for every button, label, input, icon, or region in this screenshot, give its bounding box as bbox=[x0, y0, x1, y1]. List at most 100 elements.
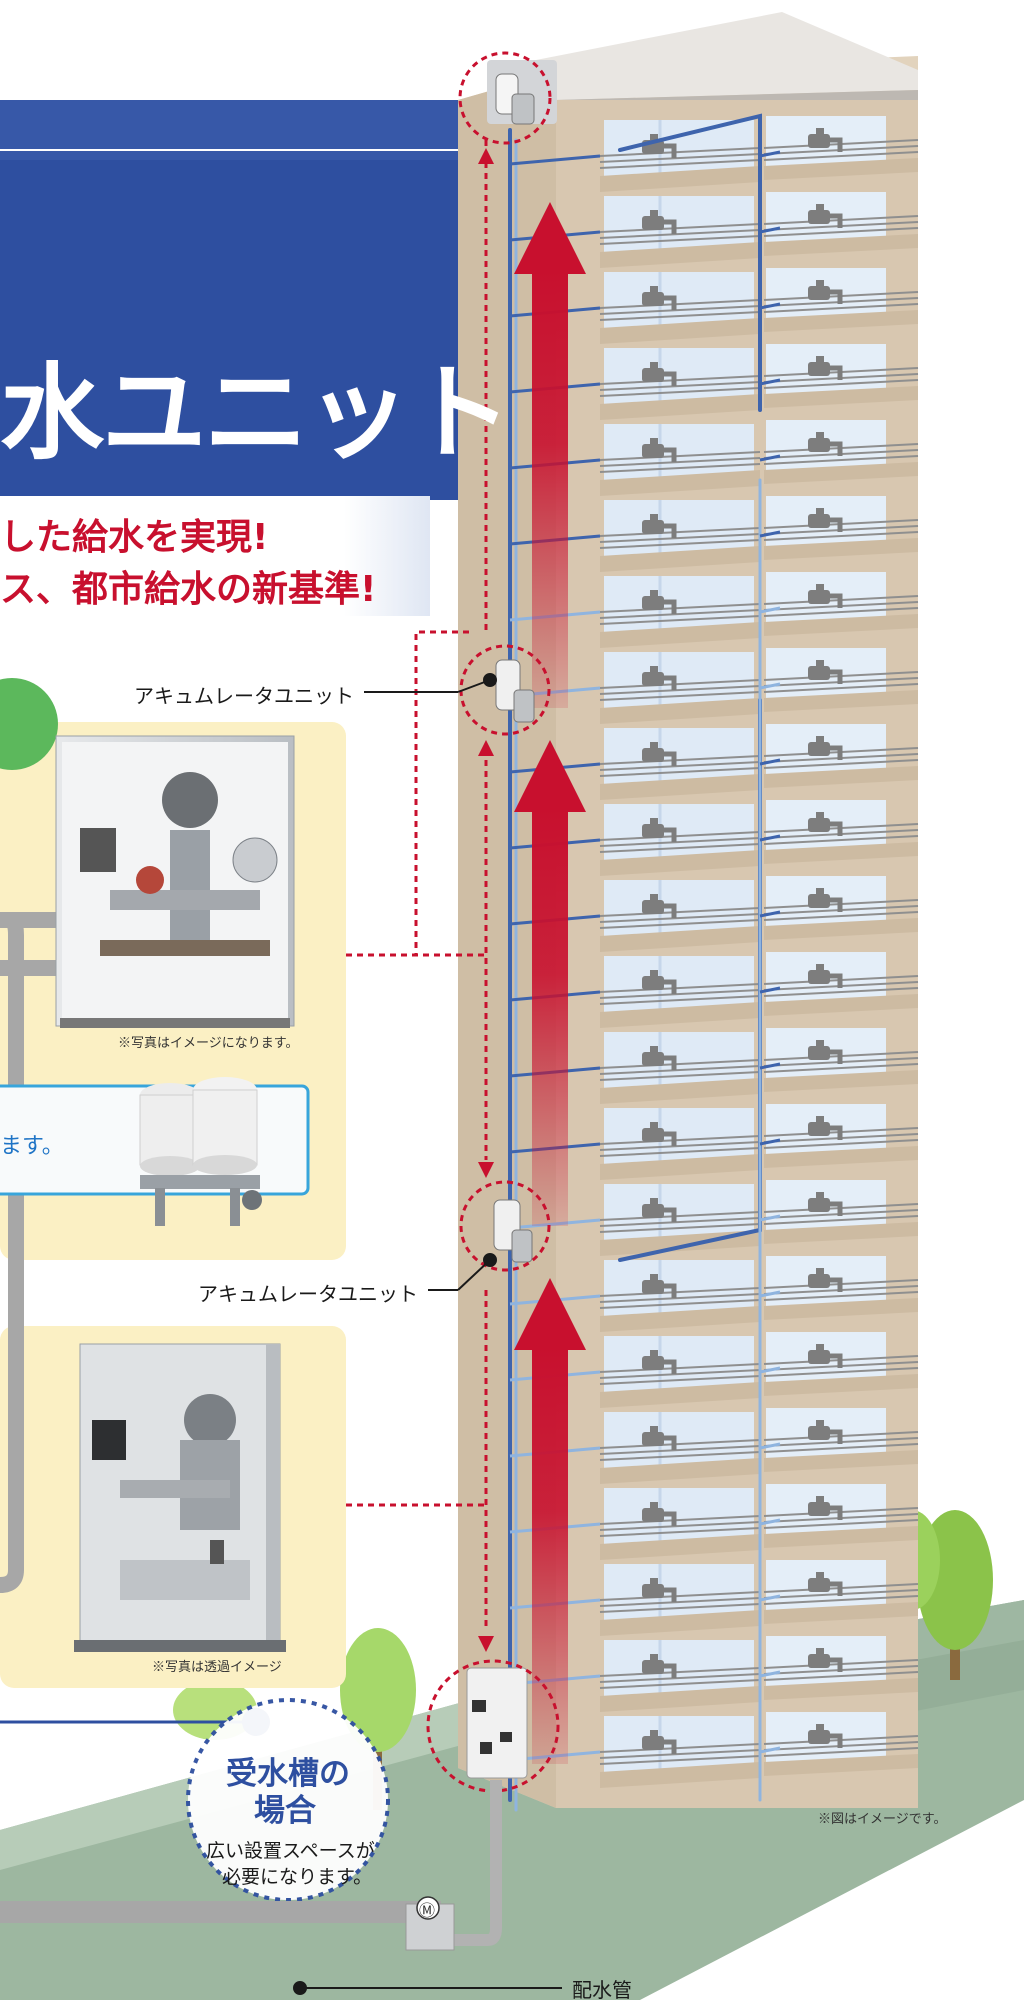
faucet-icon bbox=[642, 1730, 677, 1754]
accumulator-unit-middle bbox=[495, 659, 535, 723]
faucet-icon bbox=[642, 514, 677, 538]
booster-unit-photo-upper bbox=[55, 735, 295, 1028]
faucet-icon bbox=[808, 736, 843, 760]
faucet-icon bbox=[808, 356, 843, 380]
highlight-circle-middle bbox=[459, 644, 551, 736]
meter-circle bbox=[416, 1896, 440, 1920]
faucet-icon bbox=[808, 888, 843, 912]
faucet-icon bbox=[642, 1198, 677, 1222]
floor-21 bbox=[599, 1636, 919, 1712]
accumulator-tanks-photo bbox=[139, 1077, 262, 1226]
booster-unit-ground bbox=[466, 1667, 528, 1779]
floor-3 bbox=[599, 268, 919, 344]
banner-subtitle-2: ス、都市給水の新基準! bbox=[0, 569, 377, 610]
meter-symbol: Ⓜ bbox=[419, 1901, 436, 1920]
faucet-icon bbox=[642, 362, 677, 386]
floor-18 bbox=[599, 1408, 919, 1484]
floor-12 bbox=[599, 952, 919, 1028]
faucet-icon bbox=[808, 1344, 843, 1368]
tank-circle-title-2: 場合 bbox=[254, 1793, 316, 1829]
faucet-icon bbox=[808, 128, 843, 152]
faucet-icon bbox=[808, 204, 843, 228]
floor-8 bbox=[599, 648, 919, 724]
floor-16 bbox=[599, 1256, 919, 1332]
faucet-icon bbox=[808, 1420, 843, 1444]
faucet-icon bbox=[808, 964, 843, 988]
faucet-icon bbox=[642, 1426, 677, 1450]
floor-20 bbox=[599, 1560, 919, 1636]
green-badge bbox=[0, 678, 58, 770]
faucet-icon bbox=[642, 210, 677, 234]
faucet-icon bbox=[642, 666, 677, 690]
callout-distribution-pipe: 配水管 bbox=[572, 1980, 632, 2000]
faucet-icon bbox=[642, 1122, 677, 1146]
tank-circle-title-1: 受水槽の bbox=[226, 1756, 350, 1792]
upper-partial-text: ます。 bbox=[0, 1133, 64, 1158]
highlight-circle-top bbox=[458, 51, 552, 145]
floor-2 bbox=[599, 192, 919, 268]
pressure-arrows bbox=[514, 202, 586, 1764]
floor-4 bbox=[599, 344, 919, 420]
faucet-icon bbox=[642, 742, 677, 766]
floor-9 bbox=[599, 724, 919, 800]
callout-accumulator-lower: アキュムレータユニット bbox=[198, 1284, 418, 1306]
floor-15 bbox=[599, 1180, 919, 1256]
faucet-icon bbox=[808, 812, 843, 836]
faucet-icon bbox=[808, 1192, 843, 1216]
faucet-icon bbox=[642, 1578, 677, 1602]
figure-note: ※図はイメージです。 bbox=[818, 1811, 947, 1826]
receiving-tank-circle bbox=[186, 1698, 390, 1902]
faucet-icon bbox=[808, 1724, 843, 1748]
faucet-icon bbox=[642, 970, 677, 994]
callout-lines bbox=[293, 673, 562, 1995]
tank-circle-body-2: 必要になります。 bbox=[222, 1867, 373, 1888]
floor-11 bbox=[599, 876, 919, 952]
floor-17 bbox=[599, 1332, 919, 1408]
booster-unit-photo-lower bbox=[74, 1343, 286, 1652]
faucet-icon bbox=[642, 438, 677, 462]
lower-photo-caption: ※写真は透過イメージ bbox=[152, 1659, 282, 1674]
tank-circle-body-1: 広い設置スペースが bbox=[206, 1841, 375, 1862]
faucet-icon bbox=[808, 508, 843, 532]
faucet-icon bbox=[642, 1350, 677, 1374]
faucet-icon bbox=[642, 818, 677, 842]
faucet-icon bbox=[808, 660, 843, 684]
upper-photo-caption: ※写真はイメージになります。 bbox=[118, 1035, 299, 1050]
faucet-icon bbox=[808, 1496, 843, 1520]
floor-14 bbox=[599, 1104, 919, 1180]
faucet-icon bbox=[642, 286, 677, 310]
faucet-icon bbox=[808, 280, 843, 304]
faucet-icon bbox=[808, 1572, 843, 1596]
faucet-icon bbox=[808, 1040, 843, 1064]
faucet-icon bbox=[642, 590, 677, 614]
floor-13 bbox=[599, 1028, 919, 1104]
banner-title: 水ユニット bbox=[0, 352, 512, 474]
floor-10 bbox=[599, 800, 919, 876]
callout-accumulator-upper: アキュムレータユニット bbox=[134, 686, 354, 708]
floor-7 bbox=[599, 572, 919, 648]
connector-arrowheads bbox=[478, 148, 494, 1652]
faucet-icon bbox=[808, 584, 843, 608]
faucet-icon bbox=[642, 1274, 677, 1298]
floor-windows bbox=[599, 116, 919, 1788]
faucet-icon bbox=[642, 1654, 677, 1678]
faucet-icon bbox=[642, 894, 677, 918]
accumulator-unit-lower bbox=[493, 1199, 533, 1263]
floor-5 bbox=[599, 420, 919, 496]
floor-6 bbox=[599, 496, 919, 572]
accumulator-unit-top bbox=[487, 60, 557, 125]
faucet-icon bbox=[808, 1116, 843, 1140]
faucet-icon bbox=[808, 432, 843, 456]
faucet-icon bbox=[808, 1648, 843, 1672]
banner-subtitle-1: した給水を実現! bbox=[0, 517, 269, 558]
faucet-icon bbox=[808, 1268, 843, 1292]
floor-22 bbox=[599, 1712, 919, 1788]
dashed-connectors bbox=[346, 140, 488, 1630]
highlight-circle-lower bbox=[459, 1180, 551, 1272]
faucet-icon bbox=[642, 1046, 677, 1070]
title-banner bbox=[0, 100, 470, 616]
floor-19 bbox=[599, 1484, 919, 1560]
floor-1 bbox=[599, 116, 919, 192]
